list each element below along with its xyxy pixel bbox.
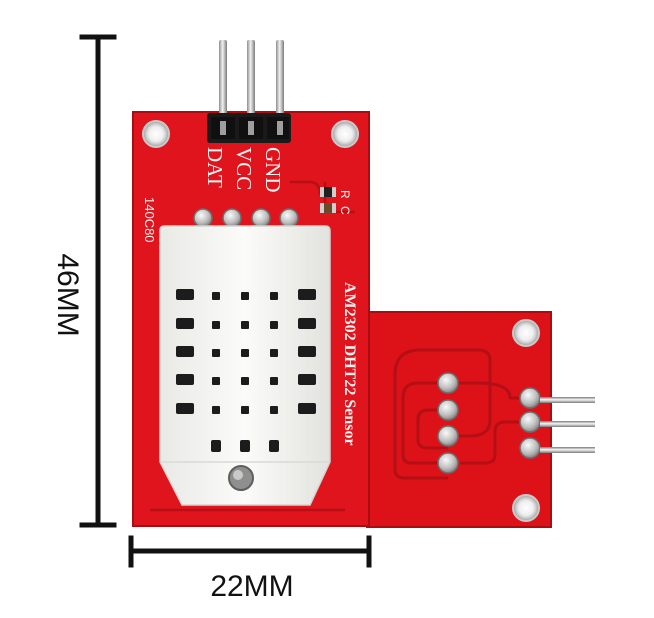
mounting-hole [142, 120, 170, 148]
top-pin-header [207, 40, 291, 143]
adapter-board [366, 311, 552, 528]
dht22-sensor-housing [159, 225, 331, 506]
height-dimension [79, 34, 117, 528]
silkscreen-part-code: 140C80 [142, 197, 157, 243]
smd-capacitor [320, 203, 336, 213]
adapter-pads-left [437, 372, 459, 474]
width-dimension-label: 22MM [210, 570, 293, 603]
silkscreen-r: R [338, 190, 352, 199]
mounting-hole [331, 120, 359, 148]
mounting-hole [512, 494, 540, 522]
sensor-solder-pads [193, 208, 299, 228]
side-header-pins [540, 397, 595, 453]
silkscreen-dat: DAT [203, 147, 227, 188]
adapter-traces [393, 348, 540, 480]
silkscreen-model: AM2302 DHT22 Sensor [341, 282, 358, 446]
sensor-vent-grid [176, 289, 316, 452]
silkscreen-c: C [338, 206, 352, 215]
width-dimension [128, 535, 372, 568]
silkscreen-gnd: GND [261, 147, 285, 193]
height-dimension-label: 46MM [51, 253, 84, 336]
adapter-pads-right [519, 387, 541, 459]
smd-resistor [320, 187, 336, 197]
mounting-hole [512, 319, 540, 347]
silkscreen-vcc: VCC [232, 147, 256, 190]
